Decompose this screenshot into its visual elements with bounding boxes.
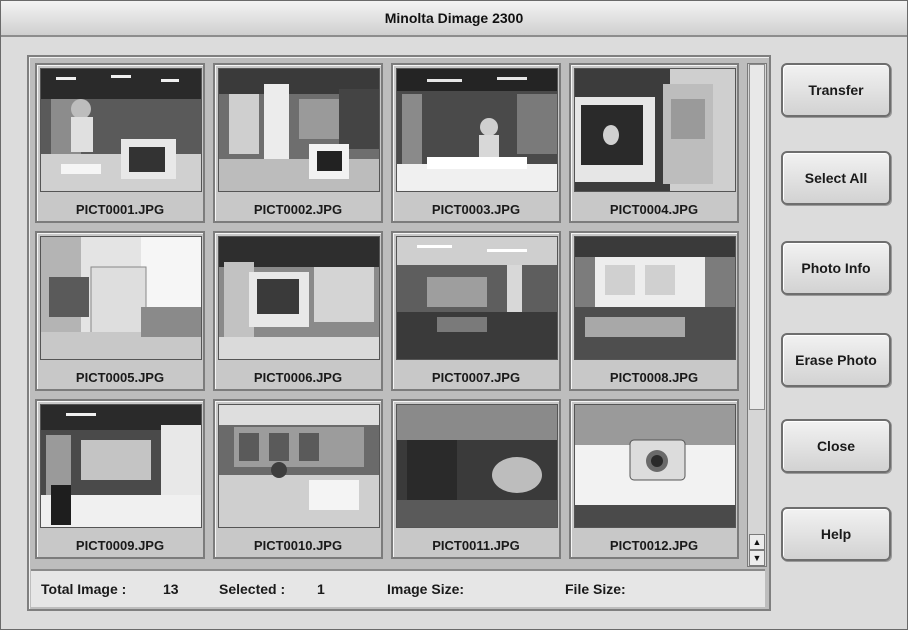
thumbnail-filename: PICT0005.JPG: [75, 370, 165, 385]
thumbnail-filename: PICT0012.JPG: [609, 538, 699, 553]
thumbnail-panel: PICT0001.JPG PICT000: [27, 55, 771, 611]
scroll-up-arrow-icon[interactable]: ▲: [749, 534, 765, 550]
thumbnail-filename: PICT0002.JPG: [253, 202, 343, 217]
thumbnail-filename: PICT0007.JPG: [431, 370, 521, 385]
erase-photo-button[interactable]: Erase Photo: [781, 333, 891, 387]
thumbnail-photo: [40, 236, 202, 360]
thumbnail-item[interactable]: PICT0003.JPG: [391, 63, 561, 223]
thumbnail-filename: PICT0001.JPG: [75, 202, 165, 217]
select-all-button[interactable]: Select All: [781, 151, 891, 205]
thumbnail-item[interactable]: PICT0010.JPG: [213, 399, 383, 559]
thumbnail-photo: [40, 68, 202, 192]
thumbnail-item[interactable]: PICT0008.JPG: [569, 231, 739, 391]
transfer-button[interactable]: Transfer: [781, 63, 891, 117]
vertical-scrollbar[interactable]: ▲ ▼: [747, 63, 767, 567]
thumbnail-item[interactable]: PICT0011.JPG: [391, 399, 561, 559]
help-button[interactable]: Help: [781, 507, 891, 561]
status-bar: Total Image : 13 Selected : 1 Image Size…: [31, 569, 765, 607]
thumbnail-filename: PICT0011.JPG: [432, 538, 520, 553]
scroll-thumb[interactable]: [749, 64, 765, 410]
thumbnail-photo: [218, 236, 380, 360]
total-image-value: 13: [163, 581, 179, 597]
thumbnail-item[interactable]: PICT0002.JPG: [213, 63, 383, 223]
thumbnail-item[interactable]: PICT0007.JPG: [391, 231, 561, 391]
thumbnail-item[interactable]: PICT0005.JPG: [35, 231, 205, 391]
thumbnail-photo: [218, 68, 380, 192]
thumbnail-photo: [396, 68, 558, 192]
selected-value: 1: [317, 581, 325, 597]
thumbnail-photo: [218, 404, 380, 528]
thumbnail-filename: PICT0004.JPG: [609, 202, 699, 217]
thumbnail-item[interactable]: PICT0001.JPG: [35, 63, 205, 223]
thumbnail-item[interactable]: PICT0012.JPG: [569, 399, 739, 559]
thumbnail-photo: [396, 404, 558, 528]
thumbnail-photo: [574, 236, 736, 360]
window-title: Minolta Dimage 2300: [1, 1, 907, 37]
scroll-down-arrow-icon[interactable]: ▼: [749, 550, 765, 566]
thumbnail-item[interactable]: PICT0006.JPG: [213, 231, 383, 391]
image-size-label: Image Size:: [387, 581, 465, 597]
file-size-label: File Size:: [565, 581, 626, 597]
thumbnail-filename: PICT0010.JPG: [253, 538, 343, 553]
thumbnail-filename: PICT0009.JPG: [75, 538, 165, 553]
thumbnail-photo: [574, 404, 736, 528]
thumbnail-photo: [396, 236, 558, 360]
photo-info-button[interactable]: Photo Info: [781, 241, 891, 295]
selected-label: Selected :: [219, 581, 286, 597]
thumbnail-item[interactable]: PICT0009.JPG: [35, 399, 205, 559]
thumbnail-grid: PICT0001.JPG PICT000: [35, 63, 745, 563]
thumbnail-item[interactable]: PICT0004.JPG: [569, 63, 739, 223]
thumbnail-filename: PICT0003.JPG: [431, 202, 521, 217]
close-button[interactable]: Close: [781, 419, 891, 473]
thumbnail-filename: PICT0008.JPG: [609, 370, 699, 385]
thumbnail-photo: [40, 404, 202, 528]
total-image-label: Total Image :: [41, 581, 127, 597]
thumbnail-photo: [574, 68, 736, 192]
thumbnail-filename: PICT0006.JPG: [253, 370, 343, 385]
